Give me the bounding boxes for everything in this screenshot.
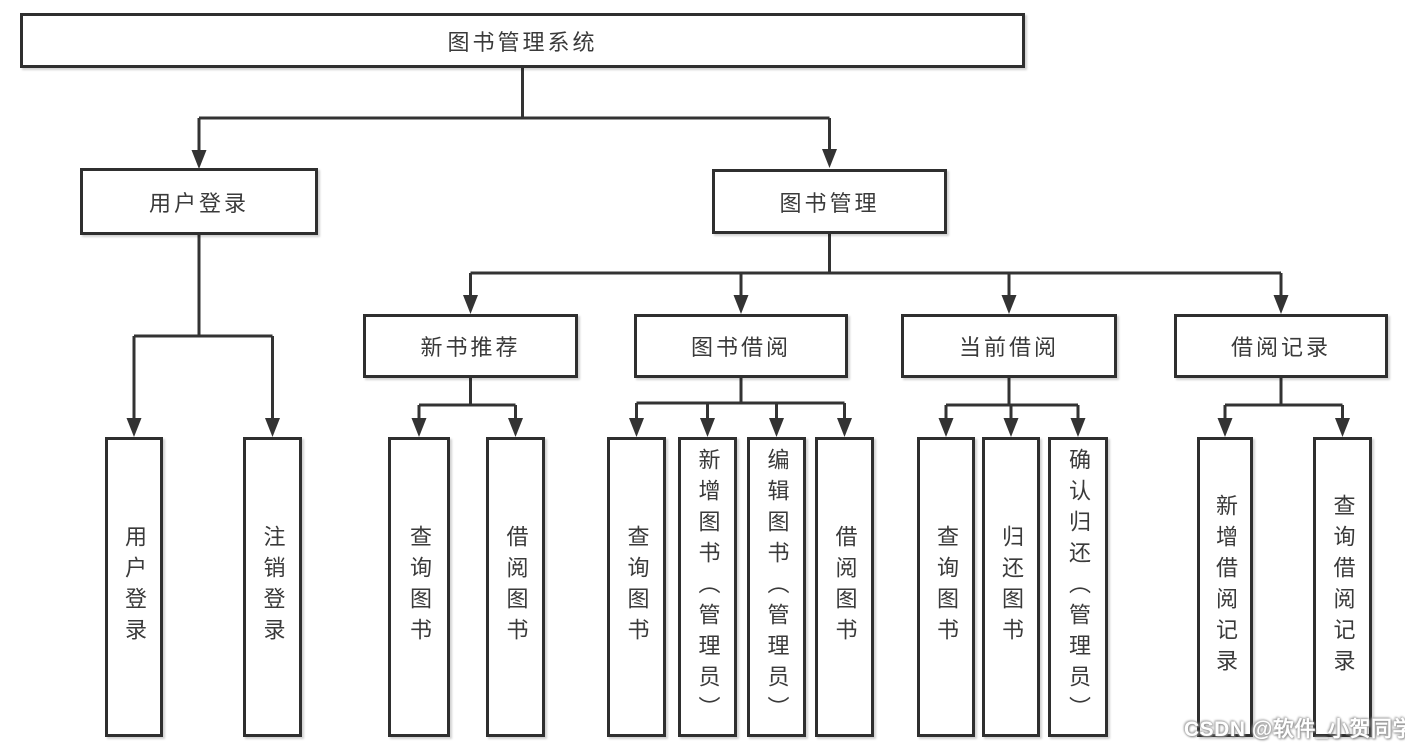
arrow-down-icon [1070, 418, 1086, 437]
arrow-down-icon [938, 418, 954, 437]
node-user-login: 用户登录 [80, 168, 318, 235]
leaf-query-books-current: 查询图书 [917, 437, 975, 737]
arrow-down-icon [1335, 418, 1350, 437]
arrow-down-icon [1003, 418, 1019, 437]
node-label: 新增图书（管理员） [695, 447, 721, 727]
node-label: 借阅图书 [832, 525, 858, 649]
arrow-down-icon [265, 418, 280, 437]
node-book-borrow: 图书借阅 [634, 314, 848, 378]
node-label: 借阅记录 [1230, 335, 1331, 360]
node-label: 图书管理 [779, 190, 880, 216]
leaf-logout: 注销登录 [243, 437, 302, 737]
node-label: 新书推荐 [420, 335, 521, 360]
node-label: 借阅图书 [503, 525, 529, 649]
connector-book-management [469, 234, 1283, 301]
node-current-borrow: 当前借阅 [901, 314, 1117, 378]
arrow-down-icon [769, 418, 784, 437]
arrow-down-icon [1273, 295, 1289, 314]
arrow-down-icon [700, 418, 715, 437]
node-label: 用户登录 [122, 525, 147, 649]
arrow-down-icon [822, 149, 837, 168]
arrow-down-icon [126, 418, 142, 437]
arrow-down-icon [191, 150, 207, 169]
connector-new-book [417, 378, 517, 424]
arrow-down-icon [837, 418, 852, 437]
node-label: 编辑图书（管理员） [764, 447, 790, 727]
connector-root [197, 68, 831, 156]
node-label: 确认归还（管理员） [1066, 447, 1091, 727]
leaf-borrow-books-borrow: 借阅图书 [815, 437, 874, 737]
node-label: 查询图书 [407, 525, 432, 649]
connector-user-login [132, 235, 274, 424]
leaf-query-books-borrow: 查询图书 [607, 437, 666, 737]
node-book-management: 图书管理 [712, 169, 947, 234]
node-label: 注销登录 [260, 525, 286, 649]
arrowheads [126, 149, 1350, 437]
leaf-return-books: 归还图书 [982, 437, 1040, 737]
leaf-edit-book-admin: 编辑图书（管理员） [747, 437, 806, 737]
node-label: 查询图书 [934, 525, 959, 649]
node-label: 图书管理系统 [447, 29, 598, 55]
arrow-down-icon [508, 418, 523, 437]
arrow-down-icon [1001, 295, 1017, 314]
node-borrow-records: 借阅记录 [1174, 314, 1388, 378]
arrow-down-icon [1217, 418, 1233, 437]
arrow-down-icon [411, 418, 427, 437]
node-new-book-recommend: 新书推荐 [363, 314, 578, 378]
csdn-watermark: CSDN @软件_小贺同学 [1184, 718, 1405, 741]
node-label: 用户登录 [148, 190, 249, 216]
connector-borrow-records [1223, 378, 1344, 424]
leaf-query-books-newbook: 查询图书 [388, 437, 450, 737]
leaf-add-book-admin: 新增图书（管理员） [678, 437, 737, 737]
connector-current-borrow [944, 378, 1080, 424]
node-label: 查询图书 [624, 525, 650, 649]
arrow-down-icon [733, 295, 749, 314]
node-label: 查询借阅记录 [1330, 494, 1356, 680]
node-label: 归还图书 [999, 525, 1024, 649]
leaf-user-login: 用户登录 [105, 437, 163, 737]
leaf-borrow-books-newbook: 借阅图书 [486, 437, 545, 737]
node-library-system: 图书管理系统 [20, 13, 1025, 68]
leaf-confirm-return-admin: 确认归还（管理员） [1048, 437, 1108, 737]
arrow-down-icon [463, 295, 478, 314]
arrow-down-icon [629, 418, 644, 437]
leaf-query-borrow-record: 查询借阅记录 [1313, 437, 1372, 737]
node-label: 图书借阅 [690, 335, 791, 360]
connector-book-borrow [635, 378, 846, 424]
leaf-add-borrow-record: 新增借阅记录 [1197, 437, 1253, 737]
node-label: 新增借阅记录 [1213, 494, 1238, 680]
node-label: 当前借阅 [958, 335, 1059, 360]
